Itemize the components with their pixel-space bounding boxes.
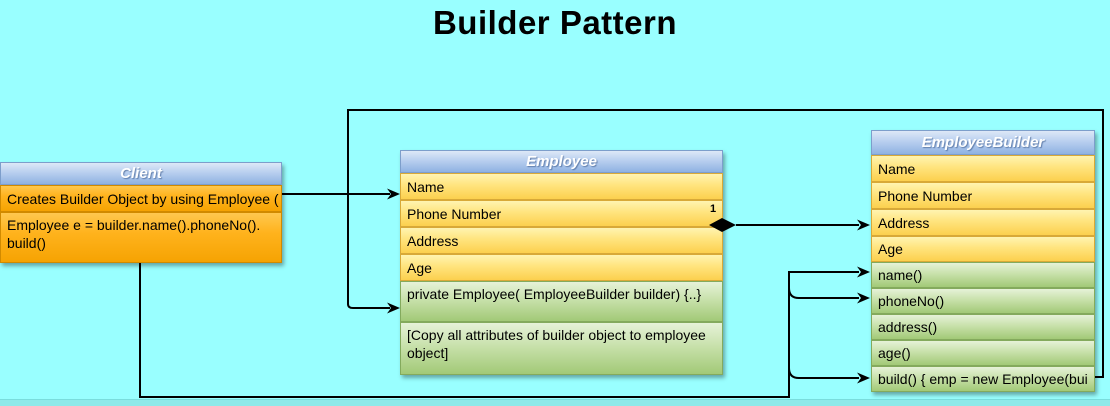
arrowhead-employee-constructor: [387, 302, 400, 314]
builder-attr-address[interactable]: Address: [871, 209, 1095, 236]
employee-header[interactable]: Employee: [400, 150, 723, 173]
employee-class-box[interactable]: Employee Name Phone Number Address Age p…: [400, 150, 723, 375]
employee-attr-age[interactable]: Age: [400, 254, 723, 281]
employee-copy-attributes-note[interactable]: [Copy all attributes of builder object t…: [400, 322, 723, 375]
arrowhead-employee-name: [387, 188, 400, 200]
client-header[interactable]: Client: [0, 162, 282, 185]
client-to-builder-build-branch: [788, 367, 859, 379]
client-class-box[interactable]: Client Creates Builder Object by using E…: [0, 162, 282, 263]
arrowhead-builder-name: [857, 266, 870, 278]
builder-attr-name[interactable]: Name: [871, 155, 1095, 182]
diagram-title: Builder Pattern: [432, 4, 678, 41]
arrowhead-builder-address: [857, 219, 870, 231]
employee-builder-class-box[interactable]: EmployeeBuilder Name Phone Number Addres…: [871, 130, 1095, 392]
builder-method-phoneno[interactable]: phoneNo(): [871, 288, 1095, 314]
composition-multiplicity-label: 1: [710, 203, 717, 215]
client-note-creates-builder[interactable]: Creates Builder Object by using Employee…: [0, 185, 282, 212]
builder-method-name[interactable]: name(): [871, 262, 1095, 288]
builder-attr-phone-number[interactable]: Phone Number: [871, 182, 1095, 209]
builder-method-address[interactable]: address(): [871, 314, 1095, 340]
builder-attr-age[interactable]: Age: [871, 236, 1095, 262]
employee-attr-phone-number[interactable]: Phone Number: [400, 200, 723, 227]
builder-method-age[interactable]: age(): [871, 340, 1095, 366]
employee-attr-address[interactable]: Address: [400, 227, 723, 254]
arrowhead-builder-build: [857, 372, 870, 384]
client-to-builder-phoneno-branch: [788, 287, 859, 299]
builder-method-build[interactable]: build() { emp = new Employee(bui: [871, 366, 1095, 392]
employee-builder-header[interactable]: EmployeeBuilder: [871, 130, 1095, 155]
client-note-builder-chain[interactable]: Employee e = builder.name().phoneNo(). b…: [0, 212, 282, 263]
employee-private-constructor[interactable]: private Employee( EmployeeBuilder builde…: [400, 281, 723, 322]
arrowhead-builder-phoneno: [857, 292, 870, 304]
employee-attr-name[interactable]: Name: [400, 173, 723, 200]
bottom-edge-strip: [0, 399, 1110, 406]
